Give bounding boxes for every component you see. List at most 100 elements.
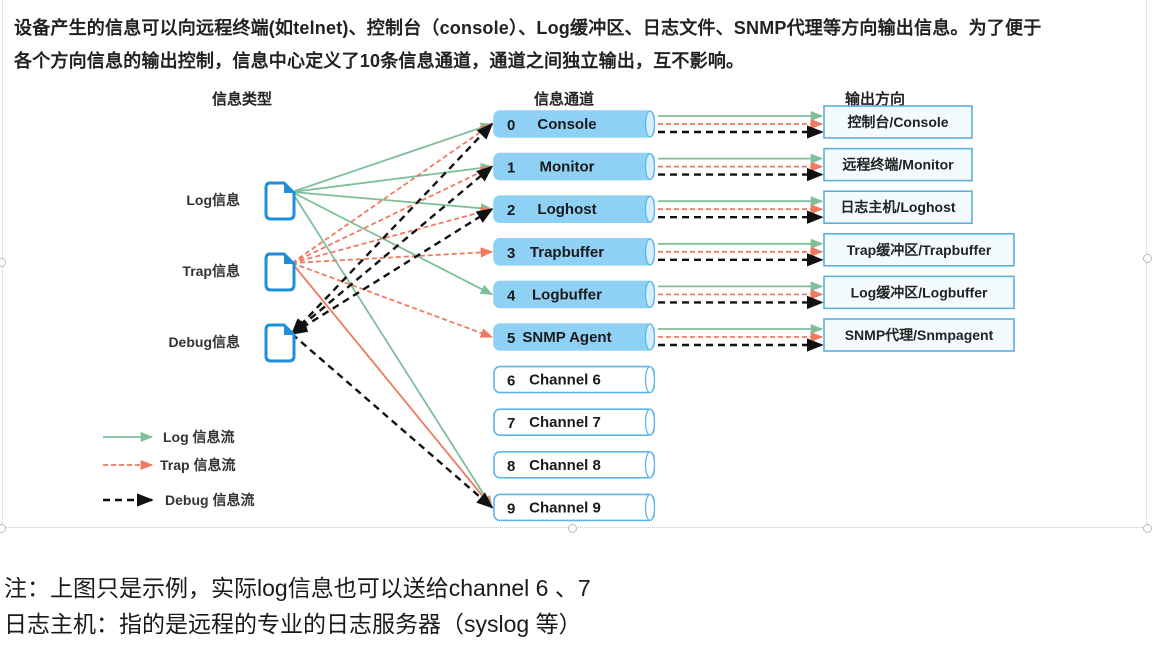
channel-cylinder-cap <box>644 280 656 309</box>
channel-cylinder-cap <box>644 408 656 436</box>
channel-9: 9 Channel 9 <box>493 493 656 522</box>
debug-flow-to-channel-0 <box>290 122 494 336</box>
channel-number: 8 <box>507 458 515 475</box>
notes: 注：上图只是示例，实际log信息也可以送给channel 6 、7 日志主机：指… <box>4 570 591 642</box>
selection-frame[interactable] <box>0 0 1152 533</box>
source-log: Log信息 <box>186 181 296 221</box>
resize-handle-bottom[interactable] <box>568 524 577 533</box>
output-box <box>823 275 1015 310</box>
trap-flow-to-channel-3 <box>291 247 494 264</box>
channel-cylinder-cap <box>644 365 656 394</box>
legend-item-debug: Debug 信息流 <box>103 492 254 508</box>
legend: Log 信息流 Trap 信息流 Debug 信息流 <box>103 429 254 508</box>
trap-flow-to-channel-2 <box>291 207 494 264</box>
source-debug: Debug信息 <box>168 323 296 363</box>
channel-name: Channel 8 <box>529 457 601 474</box>
document-icon <box>264 323 296 363</box>
output-0: 控制台/Console <box>823 105 973 139</box>
channel-cylinder-cap <box>644 323 656 351</box>
output-label: Trap缓冲区/Trapbuffer <box>847 242 992 258</box>
source-trap: Trap信息 <box>182 252 296 292</box>
source-label: Log信息 <box>186 192 240 208</box>
debug-flow-to-channel-1 <box>290 165 494 336</box>
channel-1: 1 Monitor <box>493 152 656 181</box>
channel-number: 4 <box>507 287 516 304</box>
output-box <box>823 318 1015 352</box>
note-line-1: 注：上图只是示例，实际log信息也可以送给channel 6 、7 <box>4 575 591 601</box>
output-box <box>823 190 973 224</box>
channel-number: 5 <box>507 330 515 347</box>
channel-name: Monitor <box>540 159 595 176</box>
document-icon <box>264 252 296 292</box>
output-box <box>823 233 1015 267</box>
channel-cylinder-cap <box>644 110 656 138</box>
output-2: 日志主机/Loghost <box>823 190 973 224</box>
channel-number: 1 <box>507 160 515 177</box>
trap-flow-to-channel-0 <box>291 123 494 264</box>
channel-cylinder-cap <box>644 238 656 266</box>
output-directions: 控制台/Console 远程终端/Monitor 日志主机/LoghostTrap缓… <box>823 105 1015 352</box>
channel-number: 7 <box>507 415 515 432</box>
intro-line-1: 设备产生的信息可以向远程终端(如telnet)、控制台（console）、Log… <box>14 18 1042 38</box>
channel-name: Channel 7 <box>529 414 601 431</box>
source-label: Debug信息 <box>168 334 240 350</box>
channel-number: 2 <box>507 202 515 219</box>
channel-number: 9 <box>507 500 515 517</box>
source-label: Trap信息 <box>182 263 240 279</box>
channel-cylinder-cap <box>644 451 656 479</box>
outputs-column-title: 输出方向 <box>845 90 905 108</box>
channel-number: 3 <box>507 245 515 262</box>
resize-handle-bottom-right[interactable] <box>1143 524 1152 533</box>
source-types: Log信息 Trap信息 Debug信息 <box>168 181 296 363</box>
channel-3: 3 Trapbuffer <box>493 238 656 266</box>
channel-name: Console <box>537 116 596 133</box>
note-line-2: 日志主机：指的是远程的专业的日志服务器（syslog 等） <box>4 611 582 637</box>
document-fold-icon <box>284 254 294 264</box>
log-flow-to-channel-9 <box>291 191 493 509</box>
channel-cylinder-cap <box>644 195 656 223</box>
output-box <box>823 105 973 139</box>
channel-name: Loghost <box>537 201 596 218</box>
document-fold-icon <box>284 183 294 193</box>
legend-item-log: Log 信息流 <box>103 429 235 445</box>
resize-handle-left[interactable] <box>0 258 6 267</box>
legend-label: Log 信息流 <box>163 429 235 445</box>
output-label: 控制台/Console <box>847 114 948 130</box>
channels-column-title: 信息通道 <box>534 90 594 108</box>
output-label: 日志主机/Loghost <box>840 199 955 215</box>
resize-handle-bottom-left[interactable] <box>0 524 6 533</box>
channel-0: 0 Console <box>493 110 656 138</box>
channel-name: Trapbuffer <box>530 244 604 261</box>
legend-label: Trap 信息流 <box>160 457 235 473</box>
output-flow-lines <box>658 110 824 352</box>
log-flow-to-channel-1 <box>291 163 494 193</box>
output-box <box>823 147 973 182</box>
output-label: 远程终端/Monitor <box>842 157 954 173</box>
channel-cylinder-cap <box>644 493 656 522</box>
legend-label: Debug 信息流 <box>165 492 254 508</box>
flow-lines <box>290 122 494 509</box>
output-3: Trap缓冲区/Trapbuffer <box>823 233 1015 267</box>
document-fold-icon <box>284 325 294 335</box>
debug-flow-to-channel-2 <box>290 208 494 336</box>
channel-2: 2 Loghost <box>493 195 656 223</box>
channel-8: 8 Channel 8 <box>493 450 656 479</box>
output-4: Log缓冲区/Logbuffer <box>823 275 1015 310</box>
channel-number: 0 <box>507 117 515 134</box>
channel-6: 6 Channel 6 <box>493 365 656 394</box>
channel-cylinder-cap <box>644 152 656 181</box>
legend-item-trap: Trap 信息流 <box>103 457 235 473</box>
channel-name: Channel 9 <box>529 499 601 516</box>
resize-handle-right[interactable] <box>1143 254 1152 263</box>
channel-name: Channel 6 <box>529 372 601 389</box>
channel-number: 6 <box>507 373 515 390</box>
output-label: SNMP代理/Snmpagent <box>845 327 994 343</box>
output-5: SNMP代理/Snmpagent <box>823 318 1015 352</box>
channel-7: 7 Channel 7 <box>493 408 656 437</box>
intro-text: 设备产生的信息可以向远程终端(如telnet)、控制台（console）、Log… <box>14 12 1144 78</box>
intro-line-2: 各个方向信息的输出控制，信息中心定义了10条信息通道，通道之间独立输出，互不影响… <box>14 51 745 71</box>
